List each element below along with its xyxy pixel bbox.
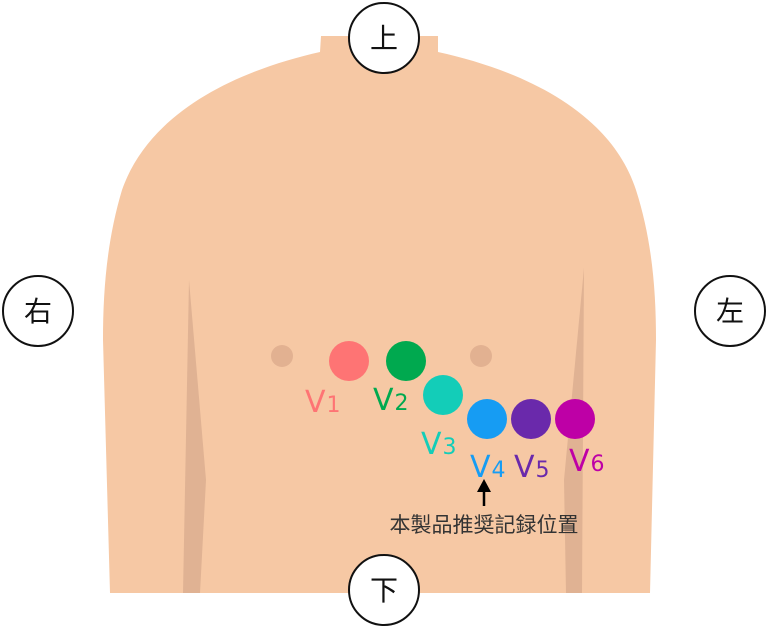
torso [103, 36, 656, 593]
electrode-v5 [511, 399, 551, 439]
electrode-v2 [386, 341, 426, 381]
electrode-label-v4: V4 [470, 450, 506, 485]
electrode-v6 [555, 399, 595, 439]
electrode-v1 [329, 341, 369, 381]
electrode-label-v2: V2 [373, 383, 409, 418]
recommended-position-note: 本製品推奨記録位置 [390, 513, 579, 537]
direction-bottom: 下 [348, 554, 420, 626]
electrode-label-v5: V5 [514, 450, 550, 485]
svg-text:右: 右 [24, 295, 52, 328]
direction-top: 上 [348, 2, 420, 74]
electrode-label-v1: V1 [305, 385, 341, 420]
electrode-label-v3: V3 [421, 427, 457, 462]
direction-right: 右 [2, 275, 74, 347]
svg-text:左: 左 [716, 295, 744, 328]
recommended-position-arrow [477, 479, 491, 506]
nipple-left [470, 345, 492, 367]
electrode-v3 [423, 375, 463, 415]
nipple-right [271, 345, 293, 367]
svg-text:上: 上 [370, 22, 398, 55]
direction-left: 左 [694, 275, 766, 347]
electrode-v4 [467, 399, 507, 439]
left-side-shading [183, 280, 206, 593]
svg-text:下: 下 [370, 574, 398, 607]
electrode-label-v6: V6 [569, 444, 605, 479]
